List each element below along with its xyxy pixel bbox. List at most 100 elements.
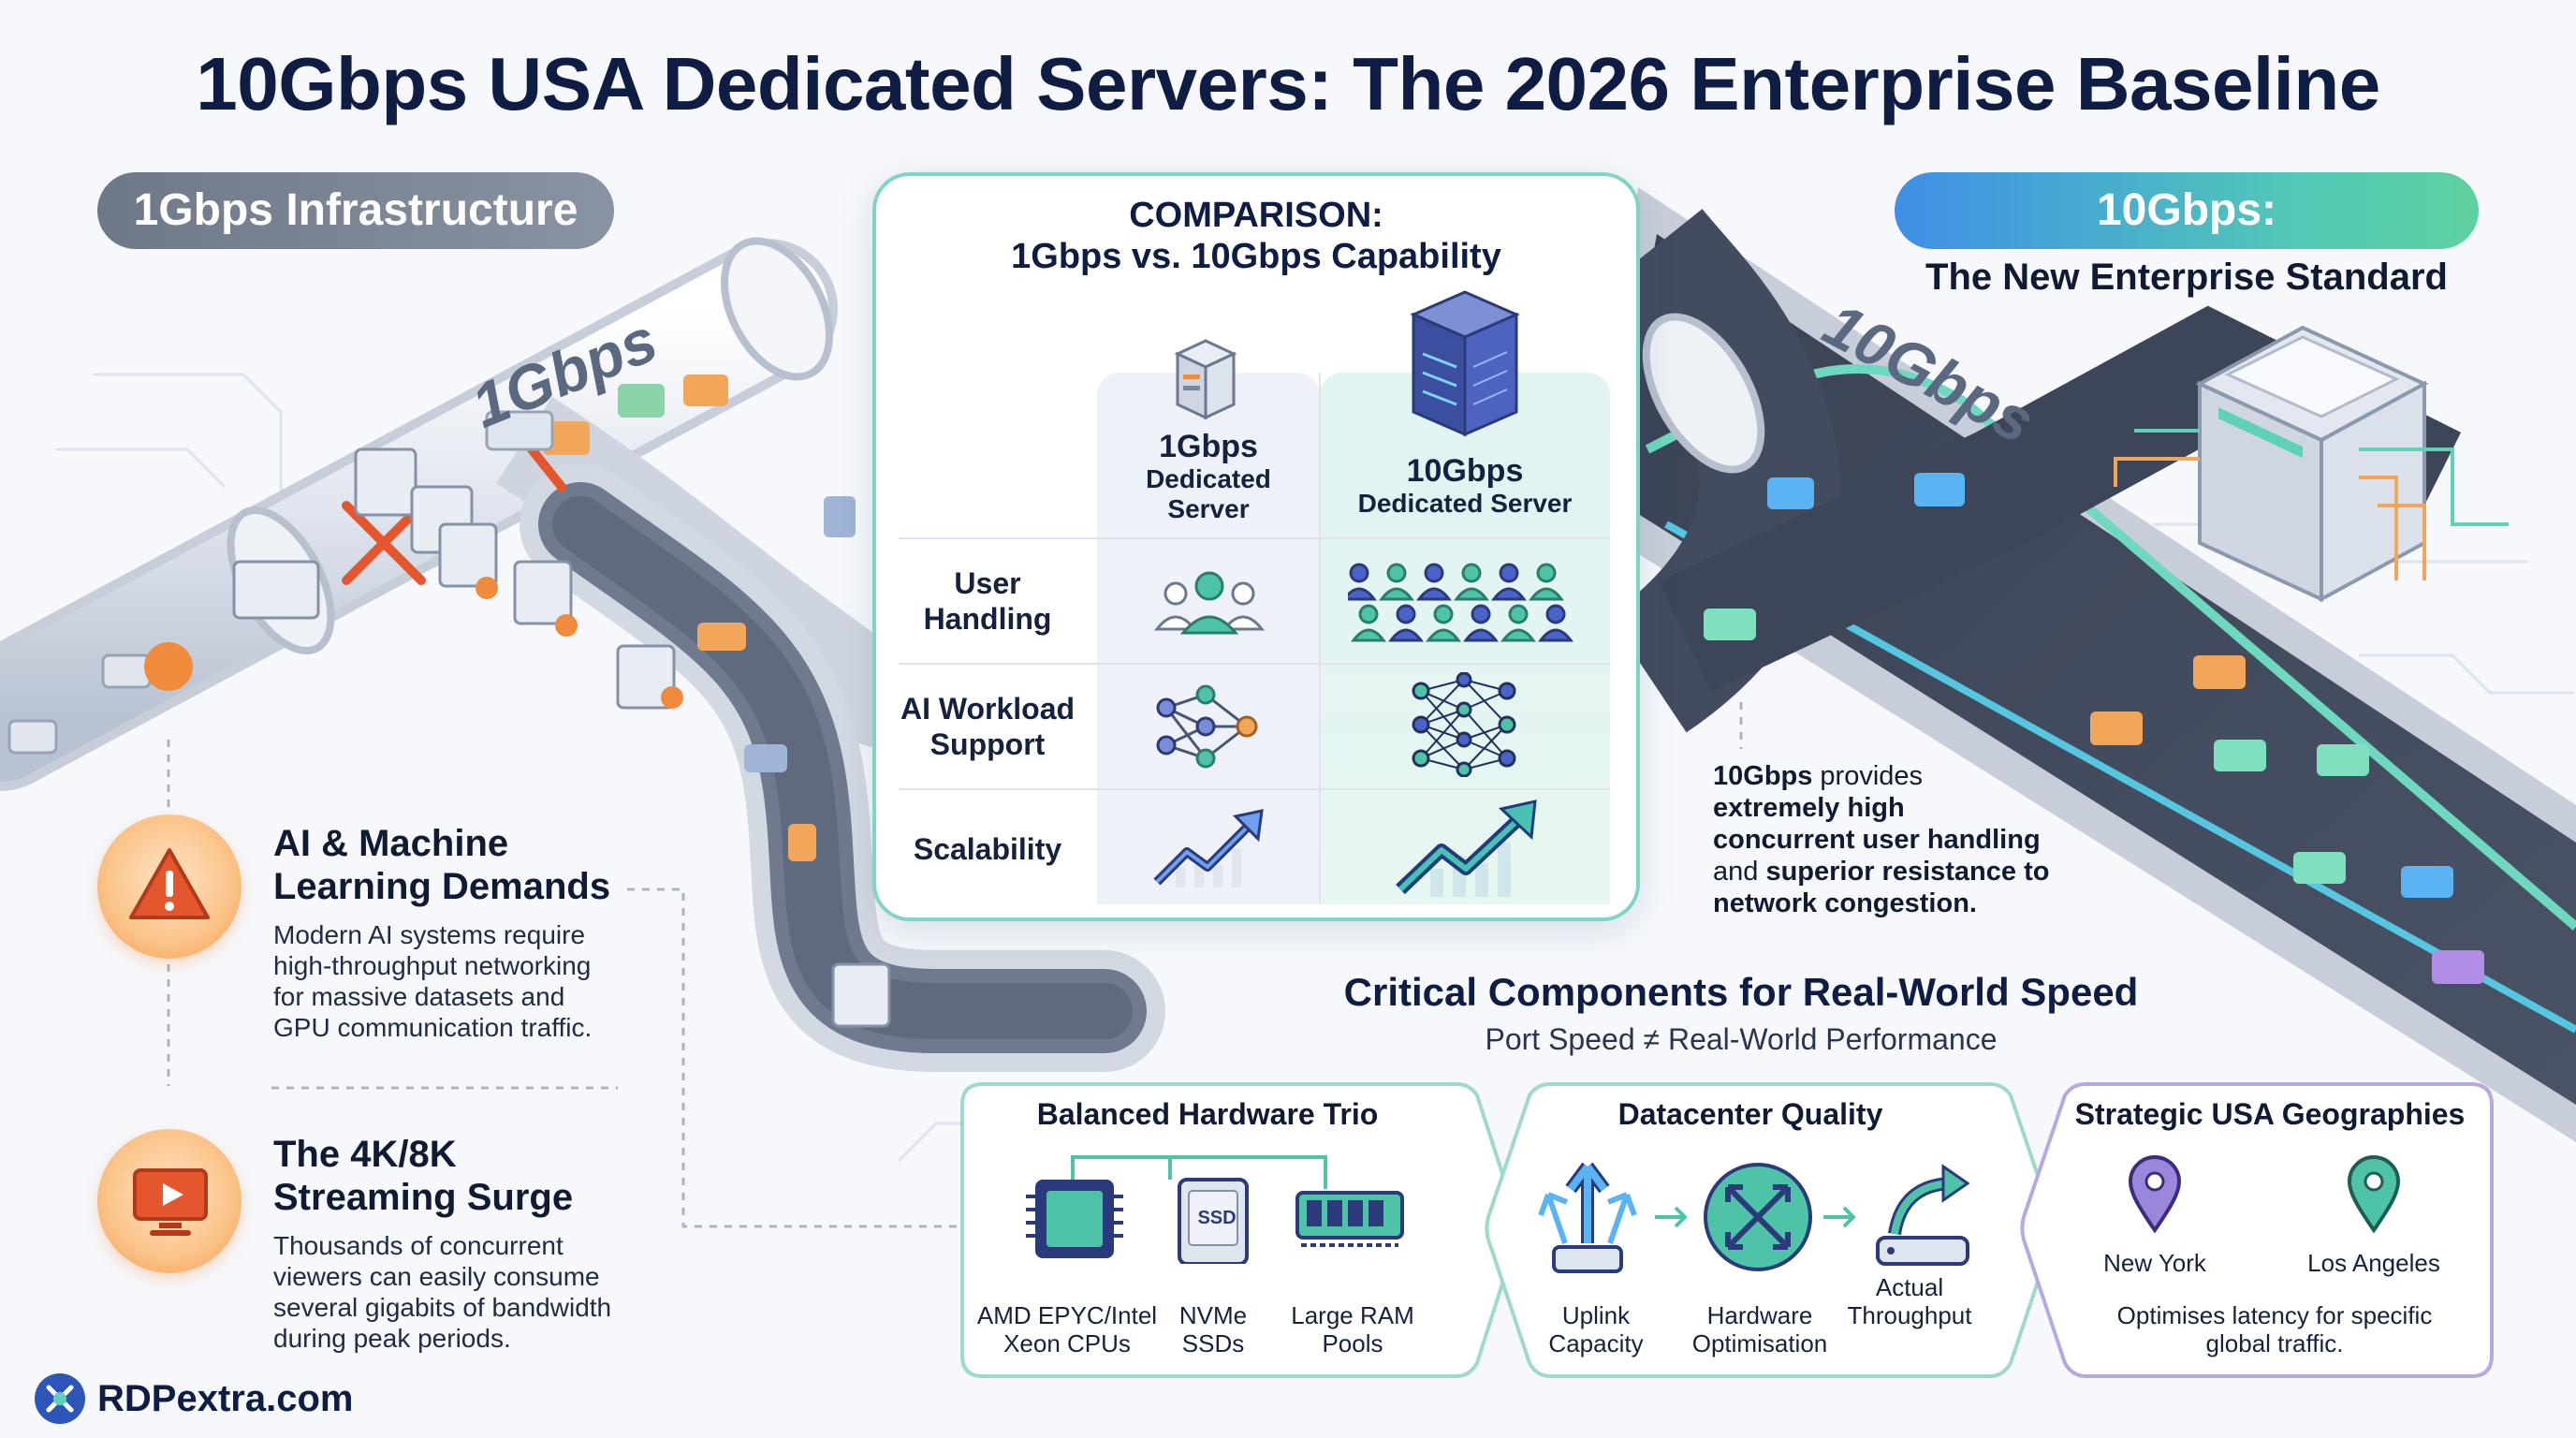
city-los-angeles: Los Angeles xyxy=(2307,1249,2440,1277)
stream-body-line2: viewers can easily consume xyxy=(273,1262,600,1291)
optim-caption-l1: Hardware xyxy=(1706,1301,1813,1329)
ssd-icon xyxy=(1178,1178,1249,1264)
brand-name: RDPextra.com xyxy=(97,1378,354,1419)
ssd-caption-l1: NVMe xyxy=(1178,1301,1248,1329)
cpu-caption-l2: Xeon CPUs xyxy=(1003,1329,1131,1357)
row-label-scalability: Scalability xyxy=(899,831,1076,867)
comparison-title: COMPARISON: 1Gbps vs. 10Gbps Capability xyxy=(872,195,1640,277)
stream-body-line4: during peak periods. xyxy=(273,1324,511,1353)
small-server-icon xyxy=(1174,339,1237,420)
throughput-caption-l2: Throughput xyxy=(1847,1301,1972,1329)
geo-caption-l1: Optimises latency for specific xyxy=(2116,1301,2433,1329)
column-divider xyxy=(1319,373,1321,904)
critical-components-subtitle: Port Speed ≠ Real-World Performance xyxy=(1485,1022,1998,1056)
note-bold-5: network congestion. xyxy=(1713,888,1977,918)
warning-icon xyxy=(129,848,210,919)
city-new-york: New York xyxy=(2103,1249,2206,1277)
datacenter-quality-title: Datacenter Quality xyxy=(1617,1097,1883,1131)
actual-throughput-caption: Actual Throughput xyxy=(1835,1273,1984,1329)
row-divider xyxy=(899,663,1610,665)
throughput-router-icon xyxy=(1876,1164,1970,1266)
note-bold-3: concurrent user handling xyxy=(1713,825,2041,855)
hardware-icons xyxy=(1026,1155,1404,1264)
note-text-4: and xyxy=(1713,857,1766,887)
datacenter-icons xyxy=(1538,1162,1970,1273)
ai-body-line2: high-throughput networking xyxy=(273,951,592,980)
ai-body-line3: for massive datasets and xyxy=(273,982,565,1011)
col1-line1: 1Gbps xyxy=(1159,429,1258,464)
road-10gbps xyxy=(1591,187,2576,1142)
throughput-caption-l1: Actual xyxy=(1875,1273,1944,1301)
note-bold-4: superior resistance to xyxy=(1765,857,2050,887)
stream-body-line3: several gigabits of bandwidth xyxy=(273,1293,612,1322)
row2-label1: AI Workload xyxy=(900,692,1076,726)
comparison-title-line1: COMPARISON: xyxy=(1129,196,1383,235)
row-label-ai-workload: AI Workload Support xyxy=(899,691,1076,762)
monitor-play-icon xyxy=(133,1168,208,1236)
small-servers-left xyxy=(232,448,891,1028)
row-label-user-handling: User Handling xyxy=(899,565,1076,637)
row1-label1: User xyxy=(954,566,1021,600)
ram-caption-l1: Large RAM xyxy=(1291,1301,1414,1329)
dashed-connectors xyxy=(167,702,1743,1228)
uplink-arrows-icon xyxy=(1538,1162,1637,1273)
circuit-orange xyxy=(2114,457,2426,580)
ai-demands-title: AI & Machine Learning Demands xyxy=(273,822,629,908)
row-divider xyxy=(899,537,1610,539)
enterprise-standard-subtitle: The New Enterprise Standard xyxy=(1925,257,2448,298)
map-pin-icon xyxy=(2347,1155,2401,1234)
uplink-caption-l2: Capacity xyxy=(1548,1329,1644,1357)
hardware-trio-title: Balanced Hardware Trio xyxy=(1036,1097,1379,1131)
hardware-ram-caption: Large RAM Pools xyxy=(1273,1301,1432,1357)
column-1gbps-bg xyxy=(1097,373,1320,904)
col1-line2: Dedicated xyxy=(1146,464,1271,493)
ai-demands-body: Modern AI systems require high-throughpu… xyxy=(273,919,648,1043)
streaming-surge-title: The 4K/8K Streaming Surge xyxy=(273,1133,629,1219)
ai-title-line1: AI & Machine xyxy=(273,823,509,864)
ram-caption-l2: Pools xyxy=(1322,1329,1383,1357)
cpu-chip-icon xyxy=(1026,1180,1123,1258)
page-title: 10Gbps USA Dedicated Servers: The 2026 E… xyxy=(196,42,2380,125)
stream-body-line1: Thousands of concurrent xyxy=(273,1231,564,1260)
row1-label2: Handling xyxy=(923,602,1052,636)
hardware-optimisation-icon xyxy=(1704,1163,1812,1271)
column-header-1gbps: 1Gbps Dedicated Server xyxy=(1097,429,1320,524)
10gbps-note: 10Gbps provides extremely high concurren… xyxy=(1713,760,2115,919)
map-pin-icon xyxy=(2128,1155,2182,1234)
datacenter-building xyxy=(2195,325,2429,603)
geographies-title: Strategic USA Geographies xyxy=(2074,1097,2466,1131)
column-header-10gbps: 10Gbps Dedicated Server xyxy=(1320,453,1610,519)
stream-title-line1: The 4K/8K xyxy=(273,1134,457,1175)
few-users-icon xyxy=(1153,571,1266,635)
uplink-capacity-caption: Uplink Capacity xyxy=(1526,1301,1666,1357)
ssd-label: SSD xyxy=(1197,1208,1237,1228)
geographies-caption: Optimises latency for specific global tr… xyxy=(2059,1301,2490,1357)
row3-label1: Scalability xyxy=(913,832,1062,866)
large-server-icon xyxy=(1410,290,1520,437)
note-bold-2: extremely high xyxy=(1713,793,1905,823)
geo-caption-l2: global traffic. xyxy=(2205,1329,2344,1357)
hardware-optimisation-caption: Hardware Optimisation xyxy=(1666,1301,1853,1357)
note-bold-1: 10Gbps xyxy=(1713,761,1813,791)
ai-body-line1: Modern AI systems require xyxy=(273,920,586,949)
uplink-caption-l1: Uplink xyxy=(1561,1301,1631,1329)
row2-label2: Support xyxy=(929,727,1046,761)
arrow-right-icon xyxy=(1655,1206,1856,1228)
hardware-ssd-caption: NVMe SSDs xyxy=(1161,1301,1266,1357)
col2-line1: 10Gbps xyxy=(1406,453,1524,489)
packets-left xyxy=(7,374,856,861)
simple-neural-net-icon xyxy=(1156,684,1258,769)
stream-title-line2: Streaming Surge xyxy=(273,1177,574,1218)
ai-body-line4: GPU communication traffic. xyxy=(273,1013,593,1042)
comparison-title-line2: 1Gbps vs. 10Gbps Capability xyxy=(1011,237,1501,276)
col2-line2: Dedicated Server xyxy=(1357,489,1573,518)
large-growth-chart-icon xyxy=(1396,800,1537,897)
ssd-caption-l2: SSDs xyxy=(1181,1329,1245,1357)
note-text-1: provides xyxy=(1812,761,1924,791)
circuit-teal xyxy=(2134,429,2509,526)
optim-caption-l2: Optimisation xyxy=(1691,1329,1828,1357)
pill-10gbps: 10Gbps: xyxy=(1895,172,2479,249)
streaming-surge-body: Thousands of concurrent viewers can easi… xyxy=(273,1230,648,1354)
pill-1gbps-infrastructure: 1Gbps Infrastructure xyxy=(97,172,614,249)
